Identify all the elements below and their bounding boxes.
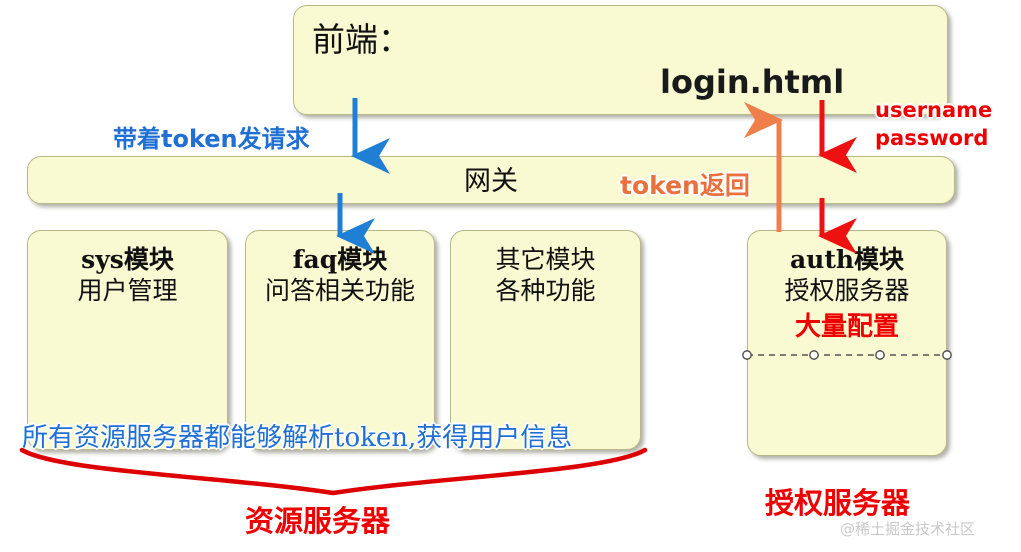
module-sys-desc: 用户管理: [77, 276, 178, 305]
module-faq-name: faq模块: [292, 245, 388, 274]
password-field-label: password: [875, 126, 989, 150]
username-field-label: username: [875, 98, 993, 122]
auth-module-name: auth模块: [789, 245, 905, 274]
module-sys-name: sys模块: [81, 245, 174, 274]
module-other-desc: 各种功能: [495, 276, 596, 305]
token-return-label: token返回: [620, 171, 750, 200]
module-box-other: [450, 230, 641, 450]
module-faq-desc: 问答相关功能: [264, 276, 415, 305]
gateway-label: 网关: [464, 166, 518, 197]
resource-server-brace-curve: [19, 447, 648, 496]
frontend-box: [293, 5, 948, 115]
auth-box: [747, 230, 947, 456]
login-page-label: login.html: [660, 63, 845, 101]
resource-server-group-label: 资源服务器: [245, 504, 391, 538]
watermark-label: @稀土掘金技术社区: [840, 520, 976, 538]
request-with-token-label: 带着token发请求: [113, 125, 310, 153]
frontend-title: 前端：: [312, 20, 411, 59]
gateway-box: [27, 156, 955, 204]
resource-server-brace: [22, 452, 305, 468]
module-other-name: 其它模块: [495, 245, 596, 274]
auth-server-group-label: 授权服务器: [765, 486, 911, 520]
resource-server-token-note: 所有资源服务器都能够解析token,获得用户信息: [22, 423, 573, 453]
auth-config-note: 大量配置: [794, 312, 899, 342]
module-box-faq: [245, 230, 435, 450]
auth-module-desc: 授权服务器: [784, 276, 910, 305]
